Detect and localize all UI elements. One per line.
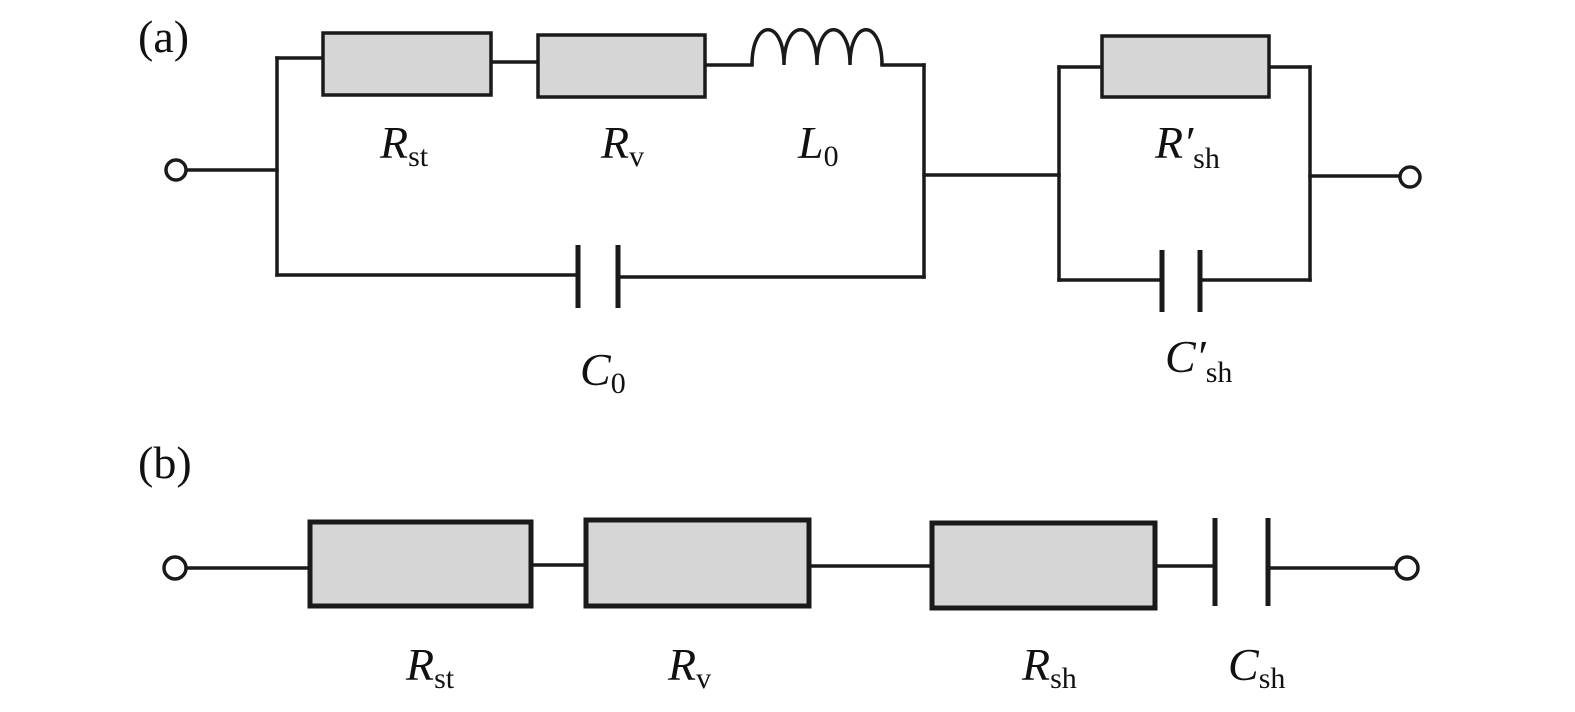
- panel-a-label-l-0: L0: [797, 117, 839, 173]
- panel-b-label-r-sh: Rsh: [1021, 639, 1077, 695]
- panel-a-label-c-0: C0: [580, 344, 626, 400]
- panel-b-resistor-r-sh: [929, 520, 1158, 611]
- panel-b-label-r-v: Rv: [667, 639, 711, 695]
- panel-b-output-terminal: [1394, 555, 1420, 581]
- panel-b-resistor-r-st: [307, 519, 534, 609]
- panel-b-wires: [184, 563, 1398, 570]
- panel-a-wires: [185, 56, 1401, 282]
- panel-b-tag: (b): [138, 437, 192, 488]
- panel-a-resistor-r-st: [321, 31, 493, 97]
- panel-a-label-c-sh-prime: C′sh: [1165, 331, 1232, 389]
- panel-b: (b) Rst Rv Rsh Csh: [138, 437, 1420, 695]
- panel-a-resistor-r-sh-prime: [1100, 34, 1271, 99]
- panel-b-capacitor-c-sh: [1212, 518, 1271, 606]
- panel-a-resistor-r-v: [536, 33, 707, 99]
- panel-a-label-r-v: Rv: [600, 117, 644, 173]
- panel-a-capacitor-c-0: [575, 245, 621, 308]
- panel-a-label-r-st: Rst: [379, 117, 429, 173]
- panel-a-label-r-sh-prime: R′sh: [1154, 117, 1220, 175]
- panel-b-label-c-sh: Csh: [1228, 639, 1285, 695]
- panel-a-capacitor-c-sh-prime: [1159, 250, 1203, 312]
- panel-a-tag: (a): [138, 11, 189, 62]
- panel-a: (a): [138, 11, 1422, 400]
- panel-a-input-terminal: [164, 158, 188, 182]
- panel-b-resistor-r-v: [583, 517, 812, 609]
- panel-b-input-terminal: [162, 555, 188, 581]
- panel-b-label-r-st: Rst: [405, 639, 455, 695]
- panel-a-output-terminal: [1398, 165, 1422, 189]
- panel-a-inductor-l-0: [750, 28, 884, 66]
